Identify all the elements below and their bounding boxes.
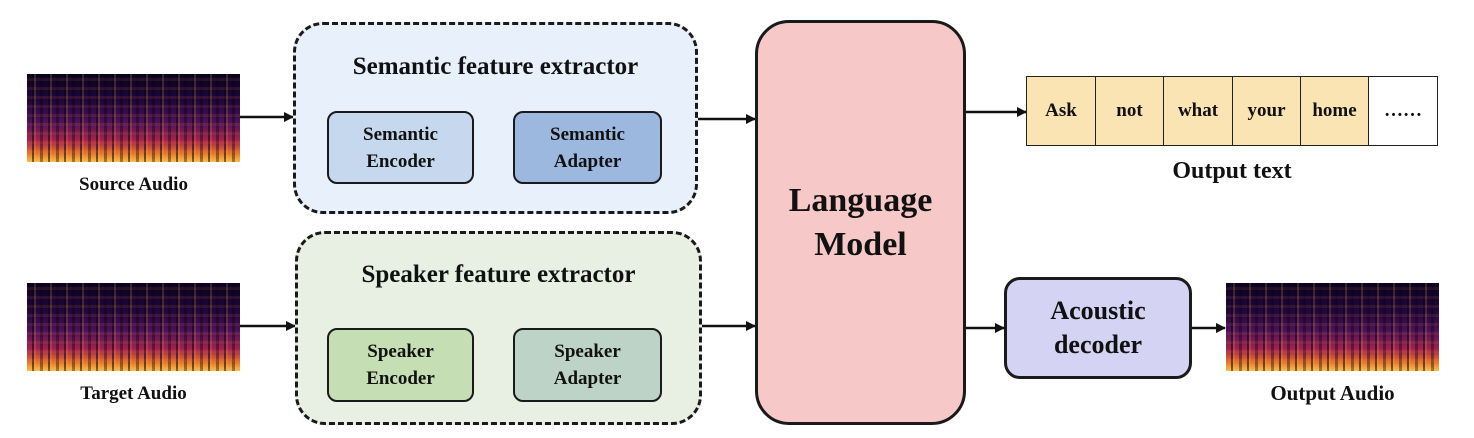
speaker-encoder-line1: Speaker bbox=[367, 341, 434, 362]
token-ellipsis: …… bbox=[1369, 77, 1437, 145]
source-audio-spectrogram bbox=[27, 74, 240, 162]
token-ask: Ask bbox=[1027, 77, 1096, 145]
semantic-extractor-title: Semantic feature extractor bbox=[352, 53, 639, 80]
speaker-extractor-title: Speaker feature extractor bbox=[361, 261, 636, 288]
semantic-adapter-line2: Adapter bbox=[553, 150, 622, 172]
semantic-encoder-line2: Encoder bbox=[366, 150, 435, 172]
language-model-line2: Model bbox=[814, 225, 907, 263]
acoustic-decoder-line1: Acoustic bbox=[1050, 296, 1146, 325]
semantic-encoder-line1: Semantic bbox=[363, 123, 438, 145]
token-what: what bbox=[1164, 77, 1233, 145]
semantic-adapter-box: Semantic Adapter bbox=[513, 111, 662, 184]
target-audio-spectrogram bbox=[27, 283, 240, 371]
source-audio-label: Source Audio bbox=[79, 174, 188, 195]
token-not: not bbox=[1096, 77, 1164, 145]
semantic-adapter-line1: Semantic bbox=[550, 123, 625, 145]
token-home: home bbox=[1301, 77, 1369, 145]
acoustic-decoder-line2: decoder bbox=[1053, 330, 1143, 359]
speaker-encoder-box: Speaker Encoder bbox=[327, 328, 474, 402]
language-model-line1: Language bbox=[788, 181, 933, 219]
target-audio-label: Target Audio bbox=[80, 383, 187, 404]
token-your: your bbox=[1233, 77, 1301, 145]
speaker-encoder-line2: Encoder bbox=[366, 368, 435, 389]
semantic-encoder-box: Semantic Encoder bbox=[327, 111, 474, 184]
speaker-adapter-line1: Speaker bbox=[554, 341, 621, 362]
output-text-label: Output text bbox=[1172, 157, 1292, 184]
output-text-tokens: Ask not what your home …… bbox=[1026, 76, 1438, 146]
output-audio-label: Output Audio bbox=[1270, 380, 1395, 405]
output-audio-spectrogram bbox=[1226, 283, 1439, 371]
speaker-adapter-line2: Adapter bbox=[553, 368, 622, 389]
speaker-adapter-box: Speaker Adapter bbox=[513, 328, 662, 402]
language-model-box: Language Model bbox=[755, 20, 966, 425]
acoustic-decoder-box: Acoustic decoder bbox=[1004, 277, 1192, 379]
